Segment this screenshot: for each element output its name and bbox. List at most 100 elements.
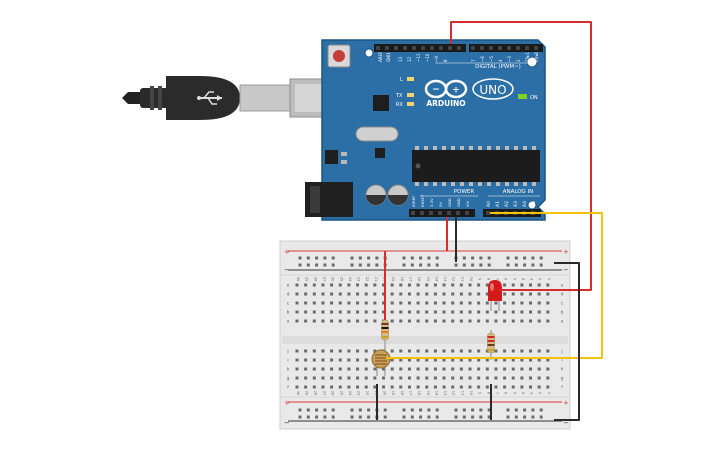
- row-number: 25: [339, 391, 343, 396]
- row-number: 19: [391, 391, 395, 396]
- row-number: 13: [443, 391, 447, 396]
- row-number: 24: [348, 391, 352, 396]
- row-number: 10: [469, 277, 473, 282]
- column-letter: h: [561, 367, 564, 373]
- power-pin-label: GND: [456, 198, 461, 207]
- on-label: ON: [530, 95, 538, 101]
- mounting-hole: [526, 56, 538, 68]
- led-tx-label: TX: [395, 93, 403, 99]
- digital-pin-label: ~11: [416, 53, 421, 62]
- row-number: 17: [408, 391, 412, 396]
- center-channel: [282, 336, 568, 344]
- digital-pin-label: 7: [471, 59, 476, 62]
- row-number: 6: [504, 392, 508, 395]
- row-number: 13: [443, 277, 447, 282]
- column-letter: b: [561, 310, 564, 316]
- brand-text: ARDUINO: [426, 99, 465, 108]
- row-number: 4: [521, 278, 525, 281]
- row-number: 23: [357, 391, 361, 396]
- power-pin-label: 3.3V: [429, 198, 434, 207]
- row-number: 16: [417, 391, 421, 396]
- row-number: 22: [365, 277, 369, 282]
- row-number: 22: [365, 391, 369, 396]
- gnd-label: GND: [386, 53, 391, 62]
- power-pin-label: Vin: [465, 200, 470, 207]
- row-number: 3: [530, 392, 534, 394]
- row-number: 2: [538, 278, 542, 280]
- digital-pin-label: 2: [516, 59, 521, 62]
- analog-pin-label: A5: [531, 201, 537, 207]
- row-number: 2: [538, 392, 542, 394]
- column-letter: f: [561, 385, 563, 391]
- digital-pin-label: ~6: [480, 56, 485, 62]
- row-number: 18: [400, 391, 404, 396]
- led-tx: [407, 93, 414, 97]
- analog-pin-label: A1: [495, 201, 501, 207]
- analog-pin-label: A3: [513, 201, 519, 207]
- row-number: 27: [322, 391, 326, 396]
- row-number: 1: [547, 278, 551, 280]
- row-number: 20: [383, 391, 387, 396]
- capacitor: [365, 184, 387, 206]
- led-l: [407, 77, 414, 81]
- usb-cable: [122, 76, 351, 120]
- row-number: 29: [305, 391, 309, 396]
- row-number: 30: [296, 391, 300, 396]
- minus-symbol: −: [284, 419, 290, 427]
- resistor: [487, 330, 495, 360]
- wires: [376, 21, 603, 421]
- column-letter: g: [287, 377, 290, 382]
- wire-red-digital-to-led: [450, 21, 592, 291]
- row-number: 17: [408, 277, 412, 282]
- plus-symbol: +: [563, 248, 569, 256]
- row-number: 21: [374, 391, 378, 396]
- row-number: 9: [478, 392, 482, 395]
- row-number: 5: [512, 392, 516, 394]
- plus-symbol: +: [563, 399, 569, 407]
- digital-pin-label: ~9: [434, 56, 439, 62]
- minus-symbol: −: [284, 266, 290, 274]
- small-chip: [375, 148, 385, 158]
- wire-black-rail-bridge: [554, 262, 580, 421]
- mounting-hole: [364, 48, 374, 58]
- row-number: 26: [331, 277, 335, 282]
- led-l-label: L: [400, 77, 403, 83]
- digital-pin-label: 12: [407, 56, 412, 62]
- column-letter: d: [287, 292, 290, 298]
- red-led: [488, 280, 502, 311]
- status-leds: L TX RX: [395, 77, 414, 108]
- digital-pin-label: 4: [498, 59, 503, 62]
- power-pin-label: 5V: [438, 202, 443, 207]
- digital-pin-label: 13: [398, 56, 403, 62]
- power-jack: [305, 182, 353, 217]
- column-letter: c: [561, 302, 564, 307]
- column-letter: f: [287, 385, 289, 391]
- digital-pin-label: TX▸1: [525, 52, 530, 63]
- reset-button[interactable]: [327, 44, 351, 68]
- row-number: 10: [469, 391, 473, 396]
- digital-pin-label: ~5: [489, 56, 494, 62]
- row-number: 6: [504, 278, 508, 281]
- minus-symbol: −: [563, 419, 569, 427]
- row-number: 3: [530, 278, 534, 280]
- plus-symbol: +: [284, 248, 290, 256]
- column-letter: e: [561, 284, 564, 289]
- row-number: 9: [478, 278, 482, 281]
- usb-plug-metal: [239, 84, 291, 112]
- row-number: 1: [547, 392, 551, 394]
- on-led: [518, 94, 527, 99]
- row-number: 7: [495, 278, 499, 280]
- row-number: 12: [452, 391, 456, 396]
- row-number: 8: [486, 392, 490, 395]
- wire-yellow-analog: [386, 212, 603, 359]
- power-pin-label: GND: [447, 198, 452, 207]
- regulator: [325, 150, 338, 164]
- column-letter: d: [561, 292, 564, 298]
- analog-label: ANALOG IN: [503, 189, 534, 195]
- row-number: 11: [460, 391, 464, 396]
- aref-label: AREF: [378, 51, 383, 62]
- atmega-chip: [412, 146, 540, 186]
- digital-pin-label: 8: [443, 59, 448, 62]
- capacitor: [387, 184, 409, 206]
